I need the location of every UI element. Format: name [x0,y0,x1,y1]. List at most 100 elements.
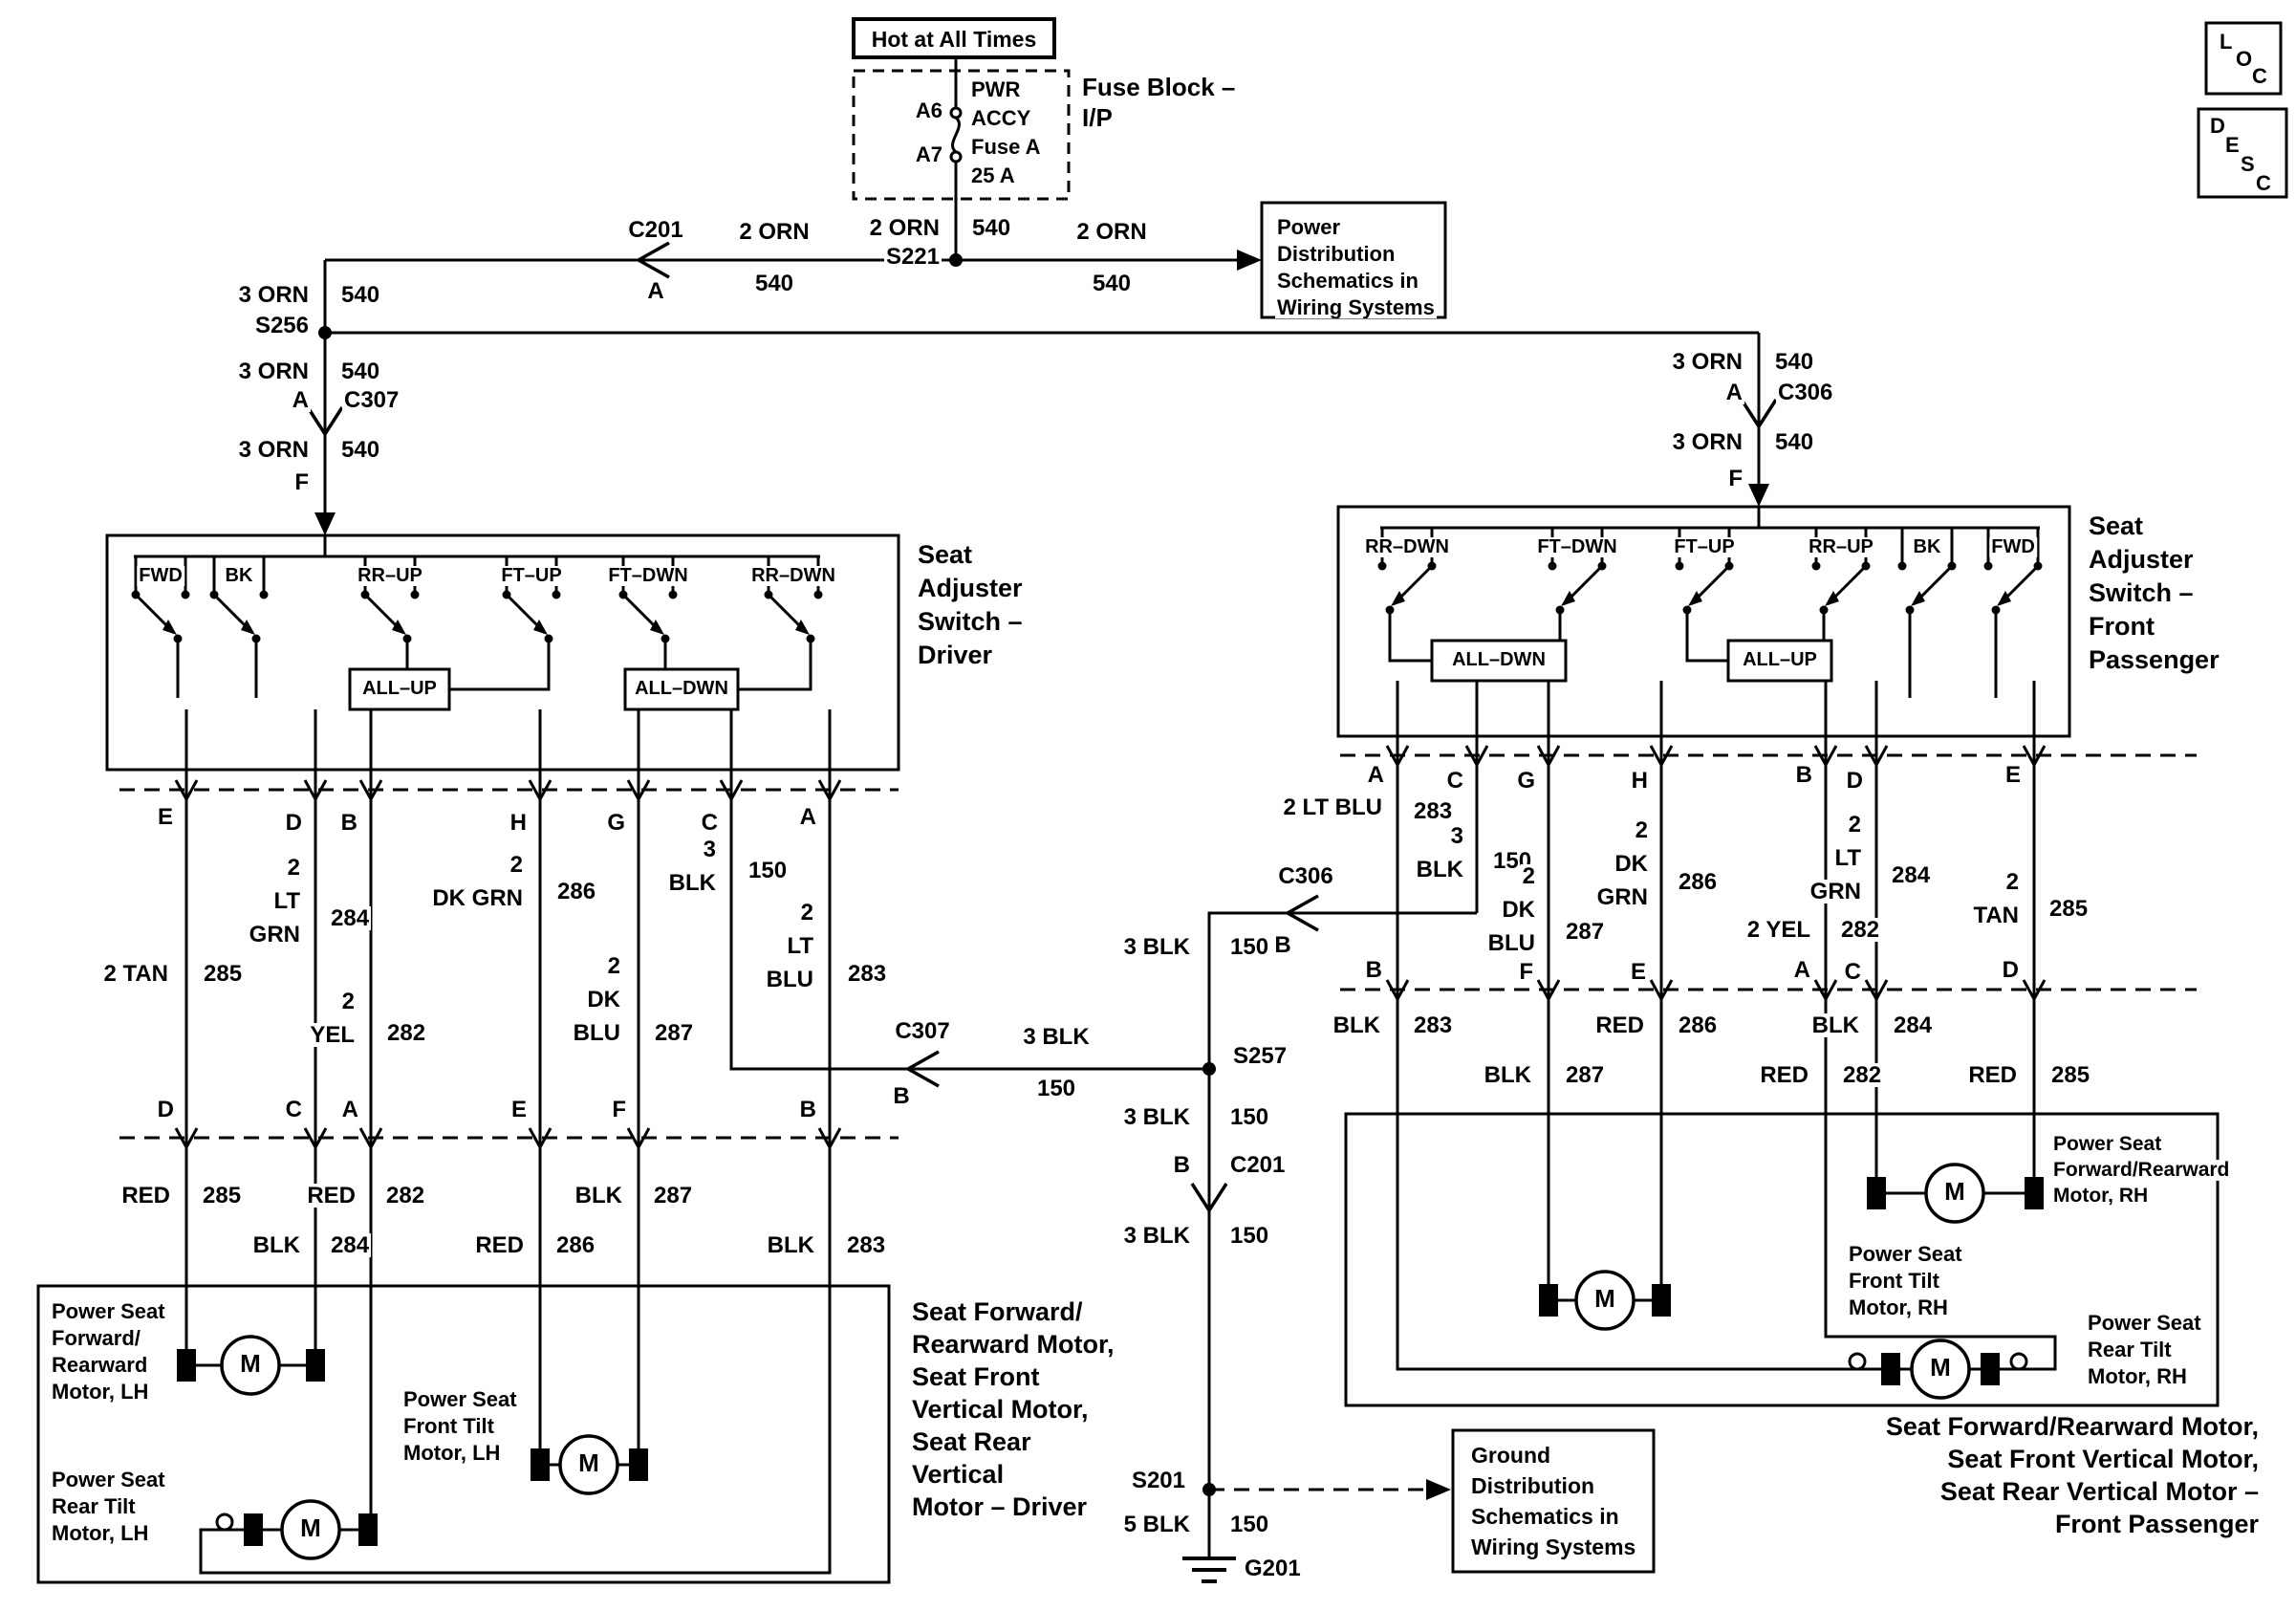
pin-letter: B [891,1083,912,1109]
pin-letter: F [292,469,311,495]
pin-letter: A [1723,380,1744,405]
switch-contact-dot [1548,561,1557,571]
driver-switch-title: Seat [916,540,975,569]
desc-tab-letter: E [2223,133,2242,157]
wire-color-label: 3 ORN [1670,429,1744,455]
driver-motors-description: Seat Rear [910,1427,1033,1456]
ground-distribution-text: Distribution [1469,1473,1597,1498]
connector-c307-label: C307 [893,1018,952,1044]
motor-label: Motor, RH [2086,1364,2189,1388]
wire-circuit-label: 282 [1839,917,1882,943]
motor-label: Motor, LH [50,1521,151,1545]
switch-wiper-arrow [1911,591,1925,606]
pin-letter: C [1842,959,1863,985]
connector-rows [119,753,2197,1491]
connector-c307-b-symbol [904,1050,940,1088]
switch-contact-dot [552,590,561,599]
fuse-name-line: Fuse A [969,135,1043,159]
pin-letter: F [1726,466,1744,491]
wire-color-label: GRN [1594,884,1650,910]
arrow-into-passenger-switch [1748,484,1769,507]
wire-color-label: BLK [573,1183,624,1208]
connector-pin-chevron [303,1127,328,1151]
connector-pin-chevron [1649,745,1674,769]
wire-color-label: GRN [247,922,302,947]
driver-switch-title: Driver [916,641,995,669]
wire-circuit-label: 540 [339,359,382,384]
motor-label: Motor, RH [1847,1295,1950,1319]
wire-circuit-label: 285 [201,1183,244,1208]
arrow-into-driver-switch [314,512,336,535]
fuse-name-line: 25 A [969,163,1017,187]
splice-s257-label: S257 [1231,1043,1289,1069]
motor-label: Power Seat [50,1468,167,1491]
connector-c201-label: C201 [1228,1152,1288,1178]
connector-pin-chevron [1813,979,1838,1003]
wire-color-label: 2 YEL [1744,917,1812,943]
motor-label: Forward/ [50,1326,142,1350]
all-up-label: ALL–UP [1741,649,1819,670]
wire-circuit-label: 540 [970,215,1013,241]
fuse-pin-a6-label: A6 [913,98,944,122]
wire-circuit-label: 540 [339,437,382,463]
wire-color-label: 2 [1846,812,1863,838]
pin-letter: A [1791,957,1812,983]
wires [134,57,2057,1575]
ground-distribution-text: Wiring Systems [1469,1535,1638,1559]
pin-letter: H [1629,768,1650,794]
switch-contact-dot [410,590,420,599]
arrow-to-power-distribution [1237,250,1262,271]
pin-letter: B [1793,762,1814,788]
wire-color-label: 2 ORN [867,215,942,241]
switch-position-label: BK [1911,536,1943,557]
connector-c307-label: C307 [342,387,401,413]
switch-contact-dot [668,590,678,599]
connector-pin-chevron [358,779,383,803]
wire-circuit-label: 287 [652,1183,695,1208]
wire-color-label: 2 ORN [737,219,812,245]
connector-pin-chevron [303,779,328,803]
connector-c201-a-symbol [635,241,670,279]
pin-letter: B [1171,1152,1192,1178]
ground-symbol [1182,1557,1236,1583]
loc-tab-letter: O [2234,47,2255,71]
pin-letter: H [508,810,529,836]
motor-passenger-forward-rearward [1867,1163,2044,1224]
loc-tab-letter: C [2250,64,2269,88]
splice-s257-dot [1202,1062,1216,1076]
connector-c201-b-symbol [1190,1183,1228,1214]
wire-color-label: 3 [1448,823,1465,849]
connector-c201-label: C201 [626,217,685,243]
switch-contact-dot [181,590,190,599]
desc-tab-letter: D [2208,114,2227,138]
wire-color-label: 3 BLK [1021,1024,1092,1050]
hot-at-all-times-label: Hot at All Times [869,27,1039,52]
motor-label: Rearward [50,1353,150,1377]
connector-pin-chevron [1385,745,1410,769]
pin-letter: B [338,810,359,836]
pin-letter: F [610,1097,628,1122]
ground-distribution-text: Schematics in [1469,1504,1621,1529]
switch-position-label: FWD [137,565,184,586]
passenger-switch-title: Front [2087,612,2156,641]
splice-dots [318,253,1216,1496]
ground-g201-label: G201 [1243,1556,1303,1581]
wire-color-label: 2 [339,989,357,1014]
wire-color-label: RED [1758,1062,1810,1088]
wire-color-label: BLK [1331,1012,1382,1038]
connector-pin-chevron [1649,979,1674,1003]
switch-wiper-arrow [650,620,664,635]
motor-label: Rear Tilt [50,1494,138,1518]
wire-circuit-label: 150 [1034,1076,1078,1101]
pin-letter: D [2000,957,2021,983]
switch-contact-dot [813,590,823,599]
splice-s201-dot [1202,1483,1216,1496]
fuse-pin-a7-label: A7 [913,142,944,166]
switch-wiper-arrow [533,620,548,635]
switch-wiper-arrow [795,620,810,635]
fuse-block-box [852,69,1071,201]
wire-color-label: 3 ORN [236,282,311,308]
wire-color-label: BLK [250,1232,302,1258]
wire-circuit-label: 282 [384,1183,427,1208]
passenger-motors-description: Seat Rear Vertical Motor – [1938,1477,2261,1506]
